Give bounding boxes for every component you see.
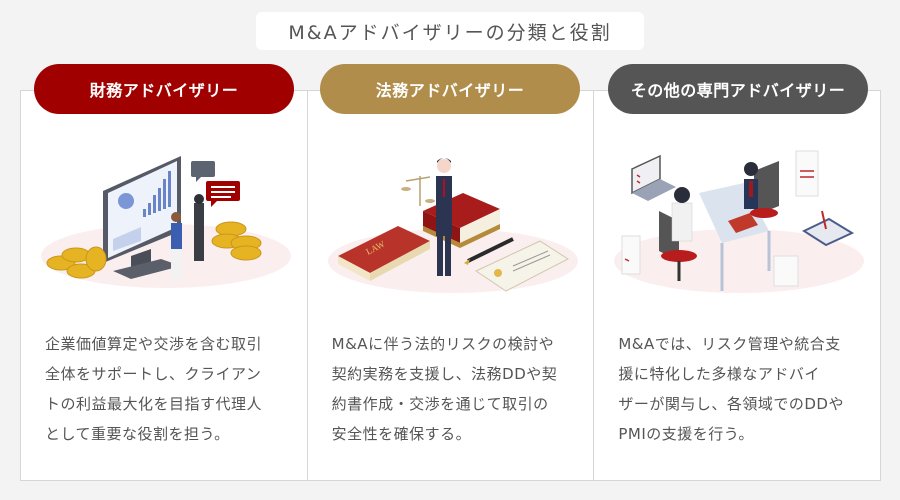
card-other: M&Aでは、リスク管理や統合支 援に特化した多様なアドバイ ザーが関与し、各領域… [594,91,880,480]
description-line: 安全性を確保する。 [331,425,472,443]
description-line: M&Aでは、リスク管理や統合支 [618,335,841,353]
financial-analysis-illustration [41,156,291,288]
other-advisory-label: その他の専門アドバイザリー [608,64,868,114]
advisory-cards: 企業価値算定や交渉を含む取引 全体をサポートし、クライアン トの利益最大化を目指… [20,90,881,481]
description-line: 援に特化した多様なアドバイ [618,365,820,383]
description-line: 企業価値算定や交渉を含む取引 [45,335,263,353]
description-line: として重要な役割を担う。 [45,425,230,443]
description-line: 全体をサポートし、クライアン [45,365,262,383]
financial-advisory-description: 企業価値算定や交渉を含む取引 全体をサポートし、クライアン トの利益最大化を目指… [45,329,295,449]
card-financial: 企業価値算定や交渉を含む取引 全体をサポートし、クライアン トの利益最大化を目指… [21,91,308,480]
other-advisory-description: M&Aでは、リスク管理や統合支 援に特化した多様なアドバイ ザーが関与し、各領域… [618,329,868,449]
financial-advisory-label: 財務アドバイザリー [34,64,294,114]
description-line: PMIの支援を行う。 [618,425,754,443]
description-line: トの利益最大化を目指す代理人 [45,395,263,413]
description-line: 約書作成・交渉を通じて取引の [331,395,549,413]
other-advisory-illustration [614,150,865,293]
page-title: M&Aアドバイザリーの分類と役割 [256,12,644,50]
description-line: 契約実務を支援し、法務DDや契 [331,365,558,383]
legal-advisory-illustration: LAW [327,158,578,293]
description-line: M&Aに伴う法的リスクの検討や [331,335,555,353]
legal-advisory-label: 法務アドバイザリー [320,64,580,114]
description-line: ザーが関与し、各領域でのDDや [618,395,844,413]
card-legal: LAW M&Aに伴 [308,91,595,480]
legal-advisory-description: M&Aに伴う法的リスクの検討や 契約実務を支援し、法務DDや契 約書作成・交渉を… [332,329,582,449]
